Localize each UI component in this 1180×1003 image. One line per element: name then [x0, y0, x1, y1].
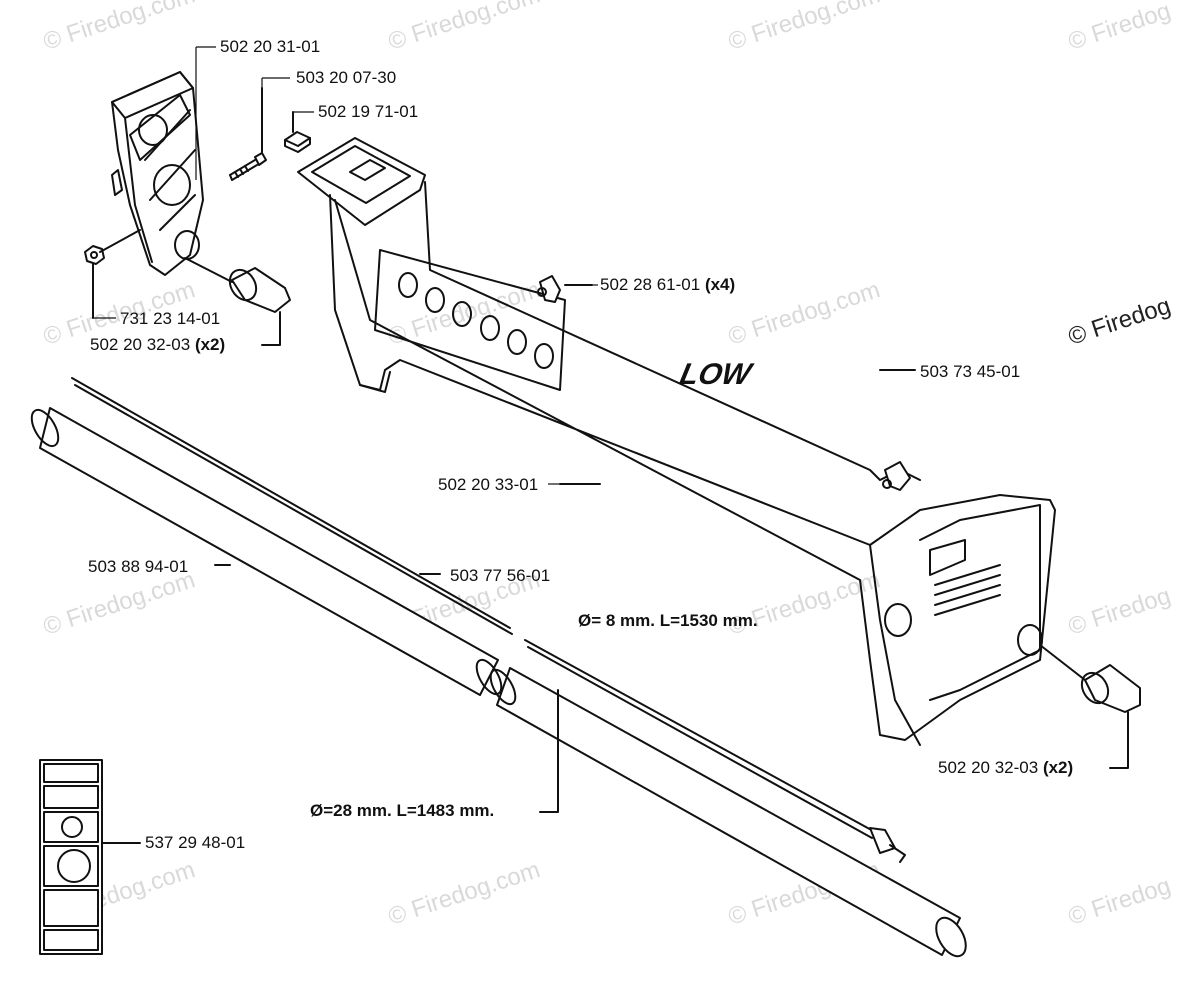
- label-grip-cap-right: 502 20 32-03 (x2): [938, 758, 1074, 777]
- dimension-tube: Ø=28 mm. L=1483 mm.: [310, 801, 495, 820]
- low-logo: LOW: [677, 358, 756, 391]
- label-drive-shaft: 503 77 56-01: [450, 566, 551, 585]
- label-handlebar: 502 20 33-01: [438, 475, 539, 494]
- square-nut-part: [284, 111, 311, 153]
- label-decal-low: 503 73 45-01: [920, 362, 1021, 381]
- grip-cap-right-qty: (x2): [1042, 758, 1074, 777]
- handle-bracket-part: [111, 71, 204, 276]
- label-handle-bracket: 502 20 31-01: [220, 37, 321, 56]
- label-hex-nut: 731 23 14-01: [120, 309, 221, 328]
- label-shaft-tube: 503 88 94-01: [88, 557, 189, 576]
- warning-label-part: [39, 759, 141, 955]
- dimension-drive-shaft: Ø= 8 mm. L=1530 mm.: [578, 611, 758, 630]
- grip-cap-left-qty: (x2): [194, 335, 226, 354]
- drive-shaft-part: [71, 377, 906, 863]
- label-cable-clip: 502 28 61-01 (x4): [600, 275, 736, 294]
- label-grip-cap-left: 502 20 32-03 (x2): [90, 335, 226, 354]
- grip-cap-left-part: [184, 257, 291, 346]
- shaft-tube-part: [30, 407, 967, 958]
- label-square-nut: 502 19 71-01: [318, 102, 419, 121]
- svg-text:LOW: LOW: [677, 358, 756, 391]
- grip-cap-right-part: [1039, 644, 1141, 769]
- label-warning-label: 537 29 48-01: [145, 833, 246, 852]
- cable-clip-qty: (x4): [704, 275, 736, 294]
- cable-clip-part: [537, 275, 911, 491]
- label-screw: 503 20 07-30: [296, 68, 397, 87]
- handlebar-part: [297, 137, 1056, 746]
- hex-nut-part: [84, 229, 141, 319]
